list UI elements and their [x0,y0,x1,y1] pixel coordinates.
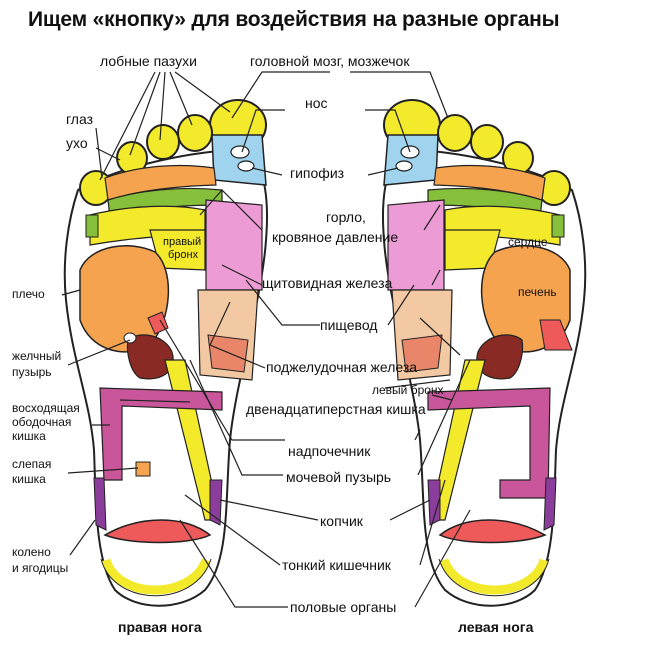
label-esophagus: пищевод [320,317,377,333]
label-duodenum: двенадцатиперстная кишка [246,401,426,417]
left-coccyx-zone [427,479,441,526]
left-foot [382,99,587,607]
right-pancreas-zone [207,334,249,373]
label-liver: печень [518,285,557,299]
left-toe-3 [470,124,504,160]
labels: лобные пазухи головной мозг, мозжечок гл… [12,53,557,635]
right-gallbladder-zone [126,334,174,380]
label-cecum-1: слепая [12,457,51,471]
left-pancreas-zone [401,334,443,373]
right-toe-3 [146,124,180,160]
right-genital-arc [101,558,211,595]
label-coccyx: копчик [320,513,364,529]
left-red-spot [539,319,573,351]
label-colon-3: кишка [12,429,46,443]
left-genital-arc-outline [438,558,550,597]
left-knee-zone [543,477,557,531]
label-colon-1: восходящая [12,401,80,415]
left-eye-zone [551,214,565,238]
right-thyroid-zone [205,199,263,291]
right-foot [63,99,268,607]
label-gallbladder-1: желчный [12,349,61,363]
label-nose: нос [305,95,328,111]
label-pituitary: гипофиз [290,165,344,181]
right-nose-point [230,145,250,159]
right-knee-zone [93,477,107,531]
right-genital-arc-outline [100,558,212,597]
right-eye-zone [85,214,99,238]
diagram-title: Ищем «кнопку» для воздействия на разные … [28,8,560,31]
label-right-foot: правая нога [118,619,202,635]
right-cecum-zone [135,461,151,477]
right-toe-2 [177,114,213,152]
left-stomach-zone [476,334,524,380]
left-genital-arc [439,558,549,595]
label-heart: сердце [508,235,548,249]
right-pituitary-point [237,160,255,172]
label-eye: глаз [66,111,93,127]
right-gallbladder-point [123,332,137,344]
label-gallbladder-2: пузырь [12,365,52,379]
label-throat-2: кровяное давление [272,229,398,245]
label-right-bronchus-1: правый [163,236,201,248]
left-pituitary-point [395,160,413,172]
label-throat-1: горло, [326,209,366,225]
left-colon-zone [427,387,551,499]
label-ear: ухо [66,135,88,151]
left-small-intestine-zone [438,519,547,544]
label-pancreas: поджелудочная железа [266,359,417,375]
right-red-spot [147,311,169,335]
right-brain-zone [211,134,267,186]
label-adrenal: надпочечник [288,443,371,459]
right-coccyx-zone [209,479,223,526]
label-left-foot: левая нога [458,619,534,635]
left-thyroid-zone [387,199,445,291]
label-knee-2: и ягодицы [12,561,68,575]
label-brain: головной мозг, мозжечок [250,53,410,69]
label-colon-2: ободочная [12,415,71,429]
label-thyroid: щитовидная железа [262,275,393,291]
label-right-bronchus-2: бронх [168,249,199,261]
right-liver-zone [79,245,170,353]
label-bladder: мочевой пузырь [286,469,391,485]
leader-lines [61,71,471,608]
label-shoulder: плечо [12,287,45,301]
label-left-bronchus: левый бронх [372,383,444,397]
label-cecum-2: кишка [12,472,46,486]
label-genitals: половые органы [290,599,396,615]
label-small-intestine: тонкий кишечник [282,557,392,573]
label-knee-1: колено [12,545,51,559]
left-brain-zone [383,134,439,186]
label-frontal-sinuses: лобные пазухи [100,53,197,69]
left-toe-2 [437,114,473,152]
